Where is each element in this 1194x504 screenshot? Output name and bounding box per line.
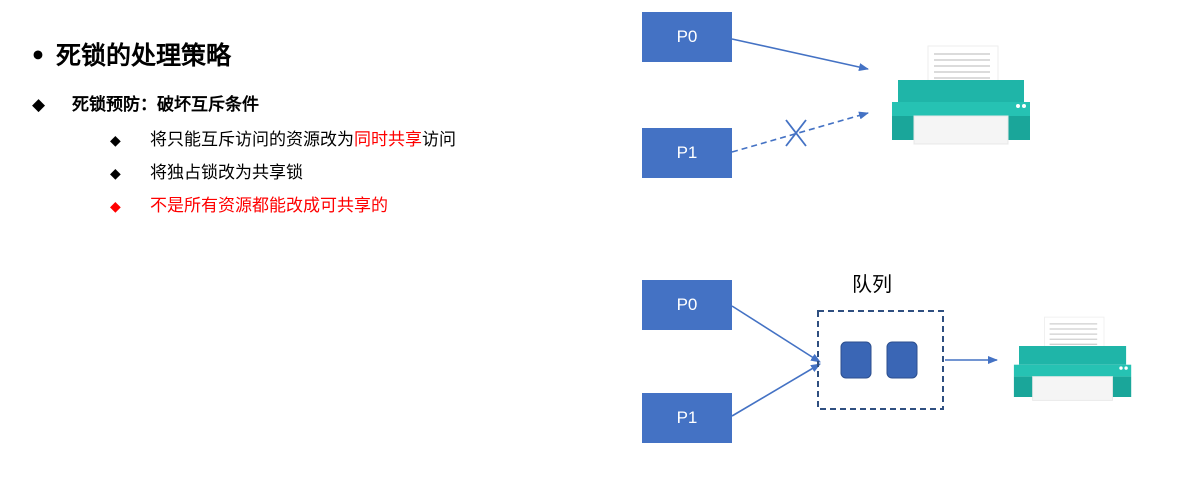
sub-item-1: ◆ 将只能互斥访问的资源改为同时共享访问 <box>110 125 456 150</box>
queue-box <box>817 310 944 410</box>
title-text: 死锁的处理策略 <box>55 41 231 70</box>
process-label: P1 <box>676 408 698 427</box>
sub-text-1b: 访问 <box>422 130 456 150</box>
slide-title: • 死锁的处理策略 <box>30 36 231 72</box>
sub-marker-2: ◆ <box>110 166 121 182</box>
arrow-top-p0-printer <box>731 38 869 71</box>
process-box-bottom-p0: P0 <box>642 280 732 330</box>
process-box-top-p0: P0 <box>642 12 732 62</box>
level1-text: 死锁预防：破坏互斥条件 <box>72 95 259 115</box>
printer-icon <box>892 45 1030 145</box>
sub-marker-1: ◆ <box>110 133 121 149</box>
level1-item: ◆ 死锁预防：破坏互斥条件 <box>32 90 259 115</box>
sub-text-1-highlight: 同时共享 <box>354 130 422 150</box>
sub-text-1a: 将只能互斥访问的资源改为 <box>150 130 354 150</box>
blocked-x-icon <box>785 119 807 147</box>
title-bullet: • <box>30 41 46 70</box>
queue-item-1 <box>840 341 872 379</box>
sub-text-2: 将独占锁改为共享锁 <box>150 163 303 183</box>
sub-text-3: 不是所有资源都能改成可共享的 <box>150 196 388 216</box>
process-label: P1 <box>676 143 698 162</box>
printer-icon <box>1013 316 1132 401</box>
queue-label: 队列 <box>852 272 892 296</box>
queue-item-2 <box>886 341 918 379</box>
arrow-top-p1-printer-dashed <box>731 111 869 153</box>
process-box-top-p1: P1 <box>642 128 732 178</box>
process-label: P0 <box>676 27 698 46</box>
process-box-bottom-p1: P1 <box>642 393 732 443</box>
sub-item-3: ◆ 不是所有资源都能改成可共享的 <box>110 191 388 216</box>
arrow-bottom-p0-queue <box>731 305 821 363</box>
sub-item-2: ◆ 将独占锁改为共享锁 <box>110 158 303 183</box>
sub-marker-3: ◆ <box>110 199 121 215</box>
arrow-bottom-p1-queue <box>731 363 821 417</box>
process-label: P0 <box>676 295 698 314</box>
level1-marker: ◆ <box>32 95 46 115</box>
